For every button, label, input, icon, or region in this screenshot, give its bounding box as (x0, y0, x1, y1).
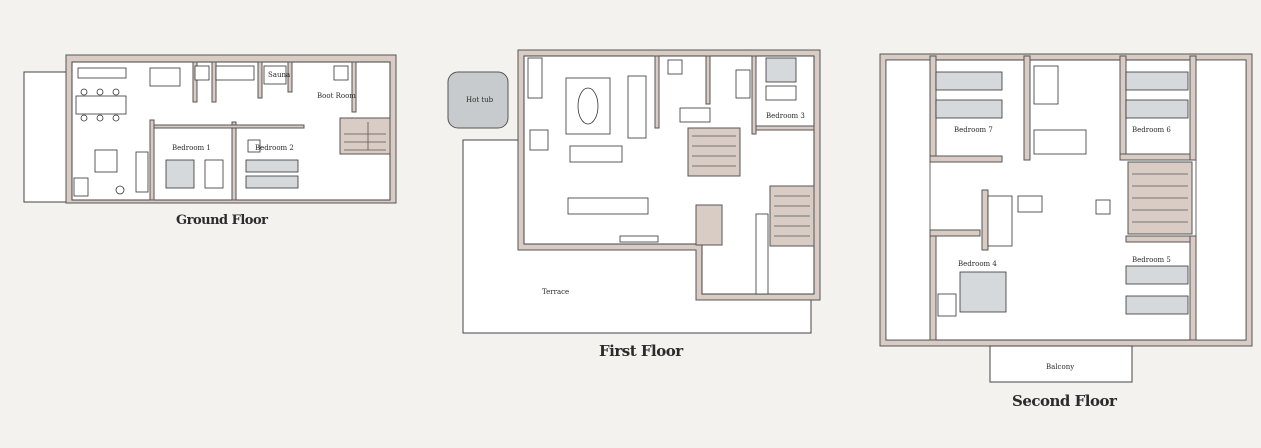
label-bedroom-2: Bedroom 2 (255, 144, 294, 152)
first-stairs-1 (687, 127, 741, 177)
first-kitchen-counter (755, 213, 769, 295)
first-dining-table (567, 197, 649, 215)
label-bedroom-5: Bedroom 5 (1132, 256, 1171, 264)
label-bedroom-1: Bedroom 1 (172, 144, 211, 152)
first-sofa-bottom (569, 145, 623, 163)
label-bedroom-3: Bedroom 3 (766, 112, 805, 120)
first-sofa-right (627, 75, 647, 139)
label-bedroom-6: Bedroom 6 (1132, 126, 1171, 134)
ground-bath (215, 65, 255, 81)
first-floor-title: First Floor (599, 342, 683, 360)
ground-floor-title: Ground Floor (176, 213, 268, 228)
ground-interior (71, 61, 391, 201)
bedroom7-bed-1 (935, 71, 1003, 91)
label-hot-tub: Hot tub (466, 96, 494, 104)
ground-rug (94, 149, 118, 173)
bedroom5-bed-1 (1125, 265, 1189, 285)
ground-dining-table (75, 95, 127, 115)
ground-patio (23, 71, 71, 203)
first-floor-plan: Hot tub Bedroom 3 Terrace (447, 49, 821, 334)
bedroom6-bed-2 (1125, 99, 1189, 119)
label-boot-room: Boot Room (317, 92, 356, 100)
bedroom5-bed-2 (1125, 295, 1189, 315)
first-bath (679, 107, 711, 123)
bedroom7-bed-2 (935, 99, 1003, 119)
second-bath (987, 195, 1013, 247)
second-balcony (989, 345, 1133, 383)
second-shower (1033, 65, 1059, 105)
bedroom2-bed-2 (245, 175, 299, 189)
bedroom6-bed-1 (1125, 71, 1189, 91)
ground-toilet (194, 65, 210, 81)
ground-sofa (135, 151, 149, 193)
ground-kitchen-counter (77, 67, 127, 79)
bedroom3-bed (765, 57, 797, 83)
ground-stairs (339, 117, 391, 155)
label-terrace: Terrace (542, 288, 569, 296)
bedroom2-bed-1 (245, 159, 299, 173)
hot-tub (447, 71, 509, 129)
ground-sauna-bench (263, 65, 287, 85)
second-floor-plan: Bedroom 7 Bedroom 6 Bedroom 4 Bedroom 5 … (879, 53, 1253, 383)
label-bedroom-4: Bedroom 4 (958, 260, 997, 268)
bedroom4-bed (959, 271, 1007, 313)
label-bedroom-7: Bedroom 7 (954, 126, 993, 134)
bedroom1-bed (165, 159, 195, 189)
second-floor-title: Second Floor (1012, 392, 1117, 410)
label-sauna: Sauna (268, 71, 290, 79)
ground-floor-plan: Sauna Boot Room Bedroom 1 Bedroom 2 (23, 54, 397, 204)
label-balcony: Balcony (1046, 363, 1074, 371)
